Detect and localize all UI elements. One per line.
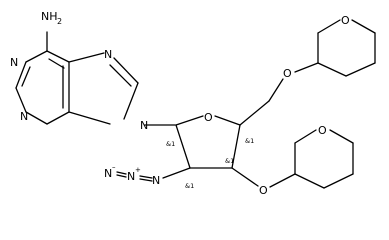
- bond-n9-c4: [68, 111, 111, 125]
- stereo-c1: &1: [166, 140, 175, 148]
- bond-n1-c2-inner: [21, 66, 31, 87]
- bond-o4p-c4p: [214, 115, 241, 126]
- bond-c6-n1: [25, 50, 48, 63]
- stereo-labels: &1 &1 &1 &1: [166, 137, 254, 190]
- bond-c6-c5-inner: [48, 58, 65, 69]
- bond-thp1-f: [317, 62, 347, 77]
- bond-c8-n9: [123, 82, 139, 120]
- label-n-azide-2: N: [127, 170, 135, 183]
- label-o-ch2: O: [283, 67, 292, 80]
- bond-c5p-o5p: [268, 78, 284, 102]
- bond-az2-az3: [116, 171, 127, 175]
- bond-az2-az3-b: [116, 174, 127, 178]
- label-n-purine-9: N: [140, 119, 148, 132]
- bond-c3p-o3p: [231, 167, 259, 187]
- bond-c2p-naz: [162, 167, 191, 179]
- label-o-thp2: O: [318, 124, 327, 137]
- label-nh2-subscript: 2: [57, 17, 62, 26]
- label-n-purine-3: N: [20, 110, 28, 123]
- structure-diagram: NH 2 N N N N O O O O O N – N + N &1 &1 &…: [10, 10, 376, 197]
- bond-thp1-b: [317, 19, 341, 34]
- label-o-3: O: [259, 184, 268, 197]
- bond-c2p-c1p: [175, 124, 191, 169]
- bond-n3-c4: [25, 111, 48, 125]
- bonds: [15, 19, 376, 189]
- bond-c4-n3b: [46, 111, 70, 125]
- bond-c1p-o4p: [175, 115, 204, 126]
- bond-c5-c6: [46, 50, 70, 63]
- stereo-c4: &1: [245, 137, 254, 145]
- atom-labels: NH 2 N N N N O O O O O N – N + N: [10, 10, 350, 197]
- bond-az1-az2: [139, 175, 153, 179]
- label-n-azide-3: N: [152, 174, 160, 187]
- bond-thp1-e: [345, 62, 376, 77]
- bond-thp2-e: [323, 173, 354, 189]
- bond-c4p-c3p: [231, 124, 241, 169]
- label-n-purine-1: N: [10, 56, 18, 69]
- label-n-azide-2-charge: +: [135, 166, 141, 174]
- label-n-azide-1: N: [104, 167, 112, 180]
- bond-thp1-c: [351, 19, 376, 34]
- label-n-purine-7: N: [104, 48, 112, 61]
- bond-thp2-b: [294, 129, 317, 144]
- bond-n1-c2: [15, 61, 27, 89]
- stereo-c3: &1: [225, 157, 234, 165]
- bond-az1-az2-b: [139, 178, 153, 182]
- label-o-ring: O: [204, 111, 213, 124]
- bond-thp2-c: [329, 129, 354, 144]
- bond-c4p-c5p: [239, 100, 270, 126]
- bond-n7-c8-inner: [109, 64, 132, 87]
- label-nh2: NH: [41, 10, 58, 23]
- bond-o5p-thp1: [294, 62, 319, 73]
- bond-c2-n3: [15, 87, 27, 113]
- label-n-azide-1-charge: –: [112, 163, 116, 171]
- stereo-c2: &1: [185, 182, 194, 190]
- bond-o3p-thp2: [269, 173, 296, 188]
- bond-n7-c8: [113, 57, 139, 84]
- label-o-thp1: O: [341, 14, 350, 27]
- bond-thp2-f: [294, 173, 325, 189]
- bond-c5-n7: [68, 52, 105, 63]
